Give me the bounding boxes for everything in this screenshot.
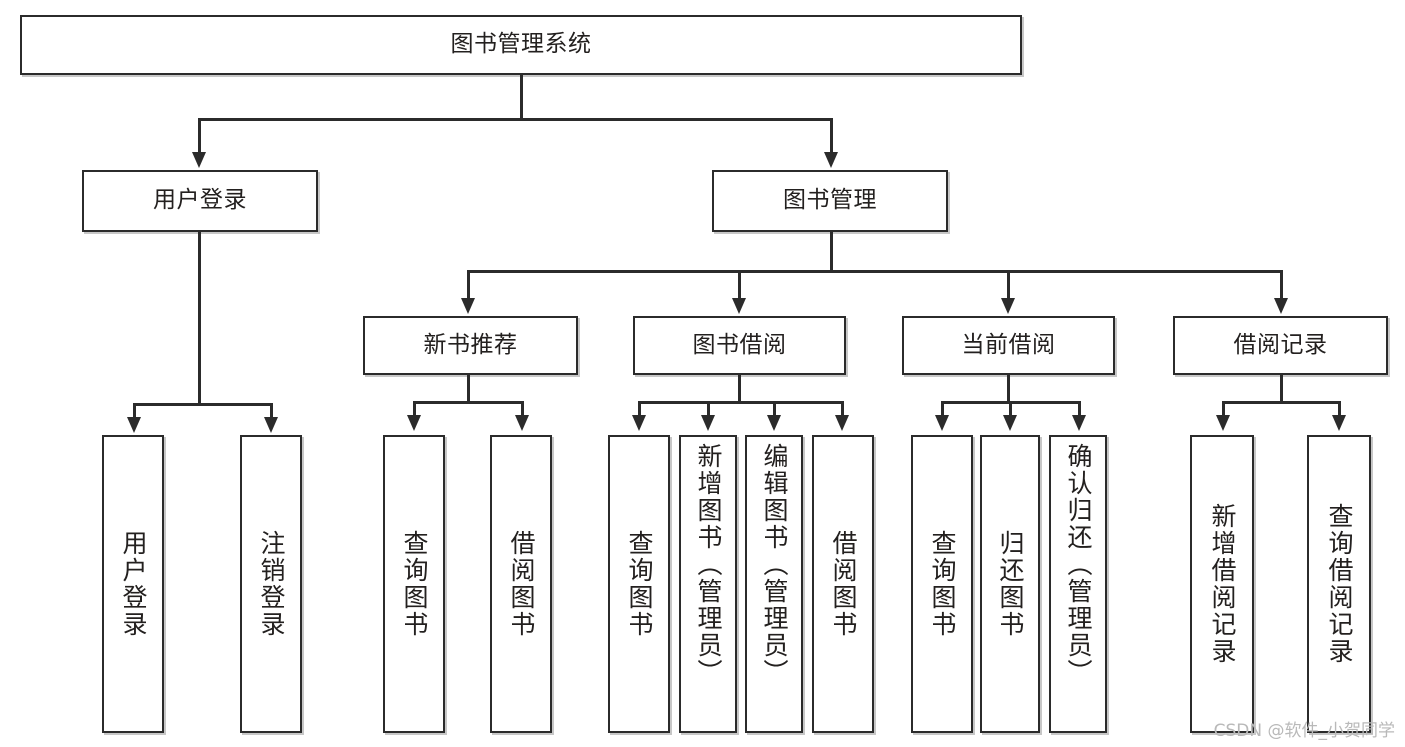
leaf-current-borrow-confirm-return-admin[interactable]: 确认归还（管理员） [1049, 435, 1107, 733]
node-label: 当前借阅 [961, 331, 1056, 358]
connector-cb-to-leaf-2 [1009, 401, 1012, 417]
node-book-borrow[interactable]: 图书借阅 [633, 316, 846, 375]
node-label: 借阅图书 [829, 530, 858, 638]
node-label: 查询图书 [625, 530, 654, 638]
arrowhead-br-leaf-1 [1216, 415, 1230, 431]
node-current-borrow[interactable]: 当前借阅 [902, 316, 1115, 375]
connector-bb-to-leaf-3 [773, 401, 776, 417]
node-new-book-recommend[interactable]: 新书推荐 [363, 316, 578, 375]
leaf-book-borrow-edit-book-admin[interactable]: 编辑图书（管理员） [745, 435, 803, 733]
connector-user-login-bus [133, 403, 270, 406]
connector-root-bus [198, 118, 832, 121]
node-borrow-record[interactable]: 借阅记录 [1173, 316, 1388, 375]
node-label: 图书借阅 [692, 331, 787, 358]
connector-cb-to-leaf-1 [941, 401, 944, 417]
arrowhead-bb-leaf-4 [835, 415, 849, 431]
leaf-user-login-login[interactable]: 用户登录 [102, 435, 164, 733]
arrowhead-bb-leaf-3 [767, 415, 781, 431]
node-label: 确认归还（管理员） [1064, 443, 1093, 686]
leaf-book-borrow-add-book-admin[interactable]: 新增图书（管理员） [679, 435, 737, 733]
connector-nb-to-leaf-1 [413, 401, 416, 417]
connector-book-management-bus [467, 270, 1280, 273]
connector-bm-to-book-borrow [738, 270, 741, 300]
connector-borrow-record-bus [1222, 401, 1340, 404]
arrowhead-bm-to-new-book [461, 298, 475, 314]
node-label: 查询图书 [928, 530, 957, 638]
connector-br-to-leaf-2 [1338, 401, 1341, 417]
connector-user-login-stem [198, 232, 201, 405]
connector-new-book-bus [413, 401, 523, 404]
node-label: 查询借阅记录 [1325, 503, 1354, 665]
connector-bm-to-current-borrow [1007, 270, 1010, 300]
connector-cb-to-leaf-3 [1078, 401, 1081, 417]
connector-br-to-leaf-1 [1222, 401, 1225, 417]
node-label: 用户登录 [119, 530, 148, 638]
connector-bb-to-leaf-4 [841, 401, 844, 417]
connector-root-to-book-management [830, 118, 833, 152]
connector-book-borrow-stem [738, 375, 741, 403]
node-label: 借阅图书 [507, 530, 536, 638]
connector-nb-to-leaf-2 [521, 401, 524, 417]
arrowhead-user-login-leaf-2 [264, 417, 278, 433]
node-label: 编辑图书（管理员） [760, 443, 789, 686]
leaf-book-borrow-query-books[interactable]: 查询图书 [608, 435, 670, 733]
node-label: 用户登录 [153, 187, 247, 214]
connector-root-stem [520, 75, 523, 120]
connector-current-borrow-stem [1007, 375, 1010, 403]
leaf-new-book-borrow-books[interactable]: 借阅图书 [490, 435, 552, 733]
leaf-book-borrow-borrow-books[interactable]: 借阅图书 [812, 435, 874, 733]
leaf-borrow-record-query-record[interactable]: 查询借阅记录 [1307, 435, 1371, 733]
node-label: 注销登录 [257, 530, 286, 638]
connector-root-to-user-login [198, 118, 201, 152]
node-label: 借阅记录 [1233, 331, 1328, 358]
connector-book-management-stem [830, 232, 833, 272]
node-label: 图书管理 [783, 187, 877, 214]
arrowhead-bm-to-current-borrow [1001, 298, 1015, 314]
connector-borrow-record-stem [1280, 375, 1283, 403]
arrowhead-nb-leaf-2 [515, 415, 529, 431]
node-user-login[interactable]: 用户登录 [82, 170, 318, 232]
node-label: 新书推荐 [423, 331, 518, 358]
arrowhead-br-leaf-2 [1332, 415, 1346, 431]
node-label: 新增借阅记录 [1208, 503, 1237, 665]
leaf-new-book-query-books[interactable]: 查询图书 [383, 435, 445, 733]
leaf-user-login-logout[interactable]: 注销登录 [240, 435, 302, 733]
arrowhead-cb-leaf-1 [935, 415, 949, 431]
connector-user-login-to-leaf-1 [133, 403, 136, 419]
arrowhead-cb-leaf-2 [1003, 415, 1017, 431]
connector-new-book-stem [467, 375, 470, 403]
connector-bb-to-leaf-1 [638, 401, 641, 417]
connector-bb-to-leaf-2 [707, 401, 710, 417]
connector-user-login-to-leaf-2 [270, 403, 273, 419]
arrowhead-bb-leaf-2 [701, 415, 715, 431]
node-label: 新增图书（管理员） [694, 443, 723, 686]
arrowhead-bm-to-borrow-record [1274, 298, 1288, 314]
node-label: 图书管理系统 [450, 31, 592, 58]
connector-bm-to-borrow-record [1280, 270, 1283, 300]
node-label: 查询图书 [400, 530, 429, 638]
node-label: 归还图书 [996, 530, 1025, 638]
arrowhead-root-to-book-management [824, 152, 838, 168]
leaf-current-borrow-return-books[interactable]: 归还图书 [980, 435, 1040, 733]
arrowhead-bb-leaf-1 [632, 415, 646, 431]
node-book-management[interactable]: 图书管理 [712, 170, 948, 232]
connector-book-borrow-bus [638, 401, 843, 404]
leaf-borrow-record-add-record[interactable]: 新增借阅记录 [1190, 435, 1254, 733]
arrowhead-user-login-leaf-1 [127, 417, 141, 433]
arrowhead-root-to-user-login [192, 152, 206, 168]
connector-bm-to-new-book [467, 270, 470, 300]
arrowhead-cb-leaf-3 [1072, 415, 1086, 431]
arrowhead-bm-to-book-borrow [732, 298, 746, 314]
leaf-current-borrow-query-books[interactable]: 查询图书 [911, 435, 973, 733]
node-root-book-management-system[interactable]: 图书管理系统 [20, 15, 1022, 75]
arrowhead-nb-leaf-1 [407, 415, 421, 431]
